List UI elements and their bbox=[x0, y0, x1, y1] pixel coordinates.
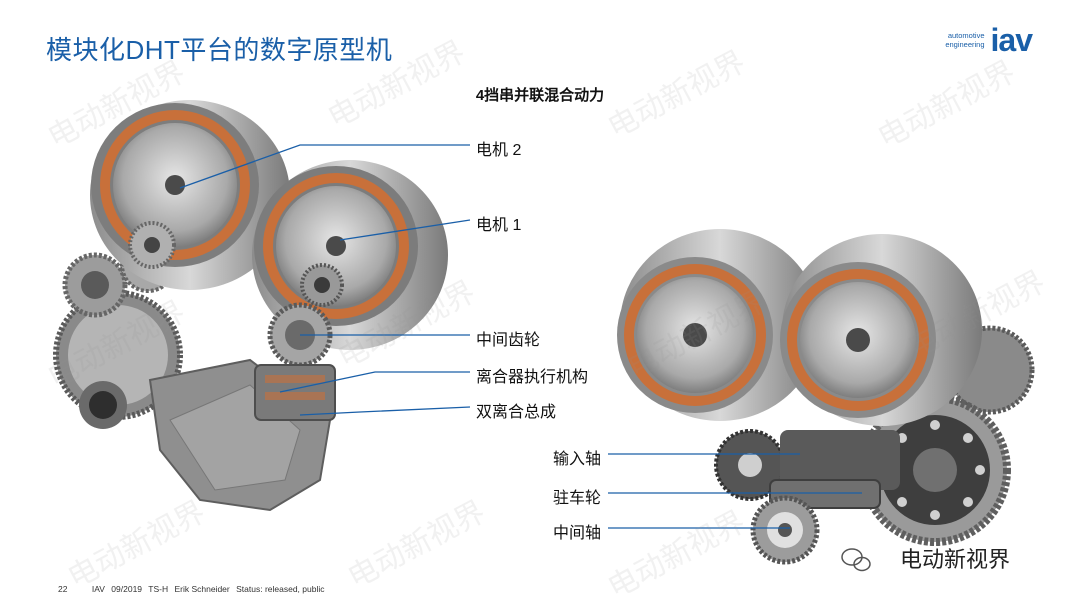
logo-mark: iav bbox=[990, 22, 1033, 58]
leader-lines-right bbox=[608, 453, 862, 529]
motor1-stator-ring bbox=[263, 173, 409, 319]
label-intermediate-gear: 中间齿轮 bbox=[476, 332, 541, 349]
footer-status: Status: released, public bbox=[236, 584, 325, 594]
label-clutch-actuator: 离合器执行机构 bbox=[476, 369, 589, 386]
right-motor-b-ring bbox=[787, 269, 929, 411]
slide-title: 模块化DHT平台的数字原型机 bbox=[46, 35, 393, 65]
wechat-icon bbox=[841, 548, 871, 572]
label-intermediate-shaft: 中间轴 bbox=[553, 525, 602, 542]
leader-lines-left bbox=[179, 144, 471, 416]
slide-subtitle: 4挡串并联混合动力 bbox=[475, 87, 605, 104]
label-input-shaft: 输入轴 bbox=[553, 451, 602, 468]
brand-text: 电动新视界 bbox=[900, 547, 1011, 572]
logo-tagline: automotive engineering bbox=[945, 31, 985, 49]
footer: 22 IAV 09/2019 TS-H Erik Schneider Statu… bbox=[58, 584, 346, 594]
label-parking-gear: 驻车轮 bbox=[553, 490, 602, 507]
motor2-stator-ring bbox=[100, 110, 250, 260]
footer-dept: TS-H bbox=[148, 584, 169, 594]
footer-author: Erik Schneider bbox=[174, 584, 230, 594]
footer-date: 09/2019 bbox=[111, 584, 143, 594]
brand-signature: 电动新视界 bbox=[868, 542, 1010, 574]
right-motor-a-ring bbox=[624, 264, 766, 406]
label-motor2: 电机 2 bbox=[476, 142, 522, 159]
footer-company: IAV bbox=[91, 584, 105, 594]
label-motor1: 电机 1 bbox=[476, 217, 522, 234]
iav-logo: automotive engineering iav bbox=[945, 22, 1033, 58]
label-dual-clutch: 双离合总成 bbox=[476, 404, 557, 421]
page-number: 22 bbox=[58, 584, 68, 594]
